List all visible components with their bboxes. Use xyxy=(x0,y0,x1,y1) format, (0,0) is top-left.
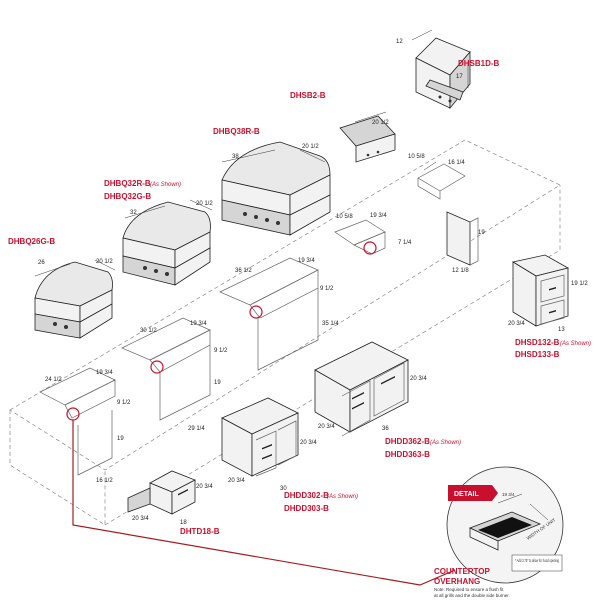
dim-dd30-depth: 20 3/4 xyxy=(228,478,245,484)
overhang-circle-38 xyxy=(249,305,263,319)
detail-dim-a: 19 3/4 xyxy=(502,492,515,497)
dim-sd-depth: 20 3/4 xyxy=(508,321,525,327)
label-dhsb1d: DHSB1D-B xyxy=(458,59,500,68)
trash-drawer-18: 20 3/4 20 3/4 18 xyxy=(127,470,213,526)
label-dhsd132: DHSD132-B xyxy=(515,338,560,347)
filler-panel: 19 12 1/8 xyxy=(446,211,485,274)
dim-sb1d-width: 12 xyxy=(396,39,403,45)
dim-cut38-width: 36 1/2 xyxy=(235,268,252,274)
label-dhsd133: DHSD133-B xyxy=(515,350,560,359)
detail-tag-label: DETAIL xyxy=(454,491,479,498)
label-dhdd362-note: (As Shown) xyxy=(430,440,461,446)
double-drawer-36: 20 3/4 20 3/4 36 xyxy=(314,341,427,437)
double-side-burner-sb2: 20 1/2 xyxy=(339,111,396,163)
label-dhbq32r: DHBQ32R-B xyxy=(104,179,151,188)
label-dhbq32g: DHBQ32G-B xyxy=(104,192,151,201)
label-dhdd302: DHDD302-B xyxy=(284,491,329,500)
dim-panel-width: 12 1/8 xyxy=(452,268,469,274)
storage-drawers-sd132: 19 1/2 20 3/4 13 xyxy=(508,254,588,333)
dim-td-width: 18 xyxy=(180,520,187,526)
dim-dd30-height: 20 3/4 xyxy=(300,440,317,446)
dim-cut-sb1d-a: 10 5/8 xyxy=(408,154,425,160)
dim-cut26-depth: 19 3/4 xyxy=(96,370,113,376)
cutout-sb1d: 10 5/8 16 1/4 xyxy=(408,154,466,200)
dim-g26-width: 26 xyxy=(38,260,45,266)
grill-32: 32 20 1/2 xyxy=(122,199,213,286)
detail-inset: 19 3/4 WIDTH OF UNIT * Add 3.75" to allo… xyxy=(446,466,564,584)
grill-26: 26 20 1/2 xyxy=(34,259,116,339)
dim-dd36-width: 36 xyxy=(382,426,389,432)
overhang-circle-32 xyxy=(150,360,164,374)
label-dhsd132-note: (As Shown) xyxy=(560,341,591,347)
dim-cut32-height: 9 1/2 xyxy=(214,348,228,354)
dim-cut26-front: 19 xyxy=(117,436,124,442)
dim-cut-sb1d-b: 16 1/4 xyxy=(448,160,465,166)
dim-cut32-width: 30 1/2 xyxy=(140,328,157,334)
detail-leader-line xyxy=(72,420,456,586)
dim-dd36-height: 20 3/4 xyxy=(410,376,427,382)
dim-g32-width: 32 xyxy=(130,210,137,216)
detail-tag-shape xyxy=(448,485,498,501)
dim-g38-depth: 20 1/2 xyxy=(302,144,319,150)
label-dhbq38r: DHBQ38R-B xyxy=(213,127,260,136)
dim-g38-width: 38 xyxy=(232,154,239,160)
overhang-circle-sb2 xyxy=(363,241,377,255)
dim-cut38-height: 9 1/2 xyxy=(320,286,334,292)
dim-dd30-width: 30 xyxy=(280,486,287,492)
dim-sd-height: 19 1/2 xyxy=(571,281,588,287)
dim-cut-sb2-c: 7 1/4 xyxy=(398,240,412,246)
countertop-note-line1: Note: Required to ensure a flush fit xyxy=(434,587,504,592)
label-dhdd363: DHDD363-B xyxy=(385,450,430,459)
dim-cut38-front: 35 1/4 xyxy=(322,321,339,327)
label-dhbq26g: DHBQ26G-B xyxy=(8,237,55,246)
label-dhdd362: DHDD362-B xyxy=(385,437,430,446)
dim-cut26-bottom: 16 1/2 xyxy=(96,478,113,484)
dim-cut38-depth: 19 3/4 xyxy=(298,258,315,264)
double-drawer-30: 20 3/4 20 3/4 30 xyxy=(221,397,317,492)
dim-panel-height: 19 xyxy=(478,230,485,236)
countertop-note-line2: at all grills and the double side burner… xyxy=(434,593,510,598)
dim-td-depth: 20 3/4 xyxy=(132,516,149,522)
dim-cut26-height: 9 1/2 xyxy=(117,400,131,406)
label-dhbq32r-note: (As Shown) xyxy=(150,182,181,188)
label-dhtd18: DHTD18-B xyxy=(180,527,220,536)
dim-cut-sb2-b: 19 3/4 xyxy=(370,213,387,219)
dim-sd-width: 13 xyxy=(558,327,565,333)
dim-td-height: 20 3/4 xyxy=(196,484,213,490)
cutout-38: 36 1/2 19 3/4 9 1/2 35 1/4 xyxy=(219,257,339,371)
grill-38: 38 20 1/2 xyxy=(221,141,331,236)
overhang-title: OVERHANG xyxy=(434,577,480,586)
dim-cut-sb2-a: 10 5/8 xyxy=(336,214,353,220)
detail-note: * Add 3.75" to allow for hood opening xyxy=(515,558,559,563)
cutout-sb2: 10 5/8 19 3/4 7 1/4 xyxy=(334,213,412,255)
dim-sb1d-depth: 17 xyxy=(456,74,463,80)
countertop-title: COUNTERTOP xyxy=(434,567,491,576)
side-burner-sb1d: 12 17 xyxy=(396,29,471,110)
dim-cut32-depth: 19 3/4 xyxy=(190,321,207,327)
label-dhdd303: DHDD303-B xyxy=(284,504,329,513)
dim-sb2-width: 20 1/2 xyxy=(372,120,389,126)
label-dhdd302-note: (As Shown) xyxy=(327,494,358,500)
overhang-circle-26 xyxy=(66,407,80,421)
cutout-26: 24 1/2 19 3/4 9 1/2 19 16 1/2 xyxy=(39,367,131,484)
dim-dd36-depth: 20 3/4 xyxy=(318,424,335,430)
dim-cut32-bottom: 29 1/4 xyxy=(188,426,205,432)
dim-g26-depth: 20 1/2 xyxy=(96,259,113,265)
cutout-32: 30 1/2 19 3/4 9 1/2 19 29 1/4 xyxy=(121,317,228,432)
dim-cut26-width: 24 1/2 xyxy=(45,377,62,383)
dim-g32-depth: 20 1/2 xyxy=(196,201,213,207)
label-dhsb2: DHSB2-B xyxy=(290,91,326,100)
dim-cut32-front: 19 xyxy=(214,380,221,386)
